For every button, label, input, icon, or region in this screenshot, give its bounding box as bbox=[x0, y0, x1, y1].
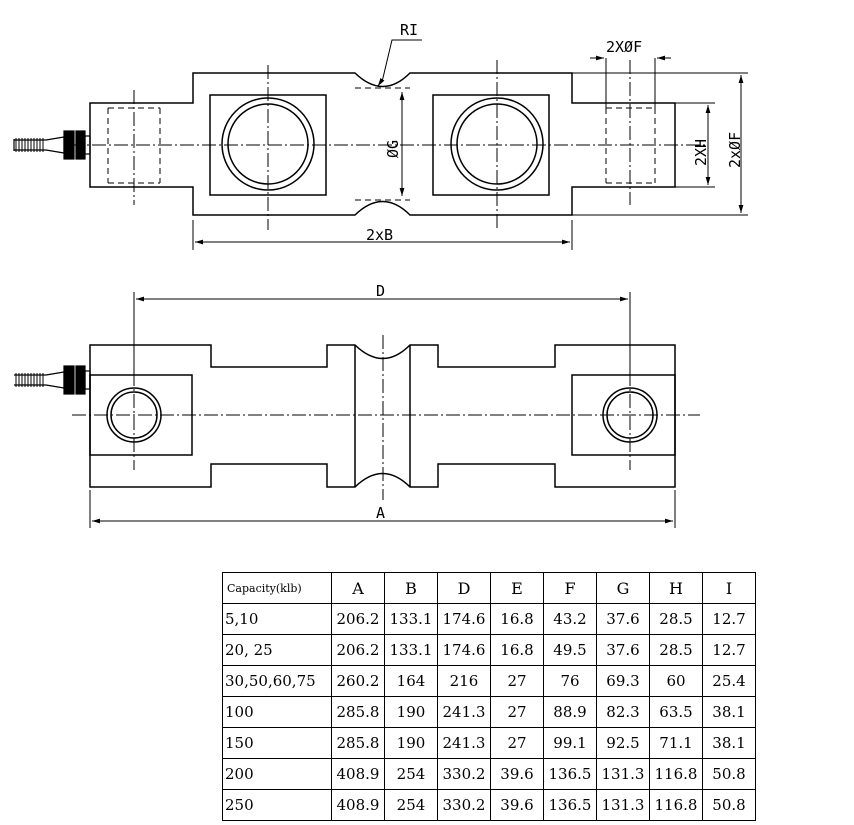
table-cell: 174.6 bbox=[437, 634, 491, 666]
table-row: 20, 25 206.2 133.1 174.6 16.8 49.5 37.6 … bbox=[222, 634, 756, 666]
top-view bbox=[70, 60, 705, 230]
capacity-cell: 100 bbox=[222, 696, 332, 728]
table-cell: 63.5 bbox=[649, 696, 703, 728]
table-row: 30,50,60,75 260.2 164 216 27 76 69.3 60 … bbox=[222, 665, 756, 697]
table-cell: 71.1 bbox=[649, 727, 703, 759]
outer-dia-label: 2xØF bbox=[726, 132, 744, 168]
table-cell: 92.5 bbox=[596, 727, 650, 759]
table-header-row: Capacity(klb) A B D E F G H I bbox=[222, 572, 756, 604]
table-cell: 254 bbox=[384, 758, 438, 790]
table-cell: 49.5 bbox=[543, 634, 597, 666]
table-cell: 285.8 bbox=[331, 727, 385, 759]
header-col-h: H bbox=[649, 572, 703, 604]
neck-dia-label: ØG bbox=[384, 140, 402, 158]
table-cell: 206.2 bbox=[331, 603, 385, 635]
radius-label: RI bbox=[400, 21, 418, 39]
table-row: 250 408.9 254 330.2 39.6 136.5 131.3 116… bbox=[222, 789, 756, 821]
table-cell: 12.7 bbox=[702, 603, 756, 635]
table-cell: 43.2 bbox=[543, 603, 597, 635]
table-cell: 133.1 bbox=[384, 603, 438, 635]
side-view-outline bbox=[89, 344, 676, 488]
length-label: A bbox=[376, 504, 385, 522]
capacity-cell: 250 bbox=[222, 789, 332, 821]
table-cell: 190 bbox=[384, 696, 438, 728]
capacity-cell: 20, 25 bbox=[222, 634, 332, 666]
header-col-f: F bbox=[543, 572, 597, 604]
table-cell: 27 bbox=[490, 727, 544, 759]
table-cell: 39.6 bbox=[490, 789, 544, 821]
top-cable-connector bbox=[13, 130, 91, 160]
header-col-a: A bbox=[331, 572, 385, 604]
dimension-table: Capacity(klb) A B D E F G H I 5,10 206.2… bbox=[222, 572, 756, 821]
table-cell: 39.6 bbox=[490, 758, 544, 790]
table-cell: 25.4 bbox=[702, 665, 756, 697]
table-cell: 164 bbox=[384, 665, 438, 697]
hole-span-label: D bbox=[376, 282, 385, 300]
table-cell: 38.1 bbox=[702, 696, 756, 728]
table-cell: 116.8 bbox=[649, 758, 703, 790]
capacity-cell: 30,50,60,75 bbox=[222, 665, 332, 697]
table-cell: 88.9 bbox=[543, 696, 597, 728]
table-cell: 16.8 bbox=[490, 603, 544, 635]
header-col-g: G bbox=[596, 572, 650, 604]
table-cell: 37.6 bbox=[596, 603, 650, 635]
table-cell: 260.2 bbox=[331, 665, 385, 697]
capacity-cell: 5,10 bbox=[222, 603, 332, 635]
hole-dia-label: 2XØF bbox=[606, 38, 642, 56]
top-view-dimensions bbox=[192, 39, 748, 250]
table-cell: 116.8 bbox=[649, 789, 703, 821]
table-row: 150 285.8 190 241.3 27 99.1 92.5 71.1 38… bbox=[222, 727, 756, 759]
height-label: 2XH bbox=[692, 139, 710, 166]
table-cell: 76 bbox=[543, 665, 597, 697]
table-cell: 27 bbox=[490, 696, 544, 728]
width-label: 2xB bbox=[366, 226, 393, 244]
table-cell: 285.8 bbox=[331, 696, 385, 728]
table-cell: 131.3 bbox=[596, 758, 650, 790]
table-cell: 330.2 bbox=[437, 789, 491, 821]
right-boss-outer bbox=[450, 97, 544, 191]
table-cell: 60 bbox=[649, 665, 703, 697]
table-cell: 136.5 bbox=[543, 758, 597, 790]
table-cell: 136.5 bbox=[543, 789, 597, 821]
table-cell: 12.7 bbox=[702, 634, 756, 666]
header-col-b: B bbox=[384, 572, 438, 604]
table-cell: 50.8 bbox=[702, 789, 756, 821]
technical-drawing: RI 2XØF ØG 2XH 2xØF 2xB bbox=[13, 21, 748, 528]
table-cell: 216 bbox=[437, 665, 491, 697]
table-cell: 254 bbox=[384, 789, 438, 821]
table-row: 5,10 206.2 133.1 174.6 16.8 43.2 37.6 28… bbox=[222, 603, 756, 635]
table-row: 100 285.8 190 241.3 27 88.9 82.3 63.5 38… bbox=[222, 696, 756, 728]
table-cell: 408.9 bbox=[331, 758, 385, 790]
capacity-cell: 200 bbox=[222, 758, 332, 790]
table-cell: 82.3 bbox=[596, 696, 650, 728]
side-view bbox=[72, 335, 700, 500]
table-cell: 27 bbox=[490, 665, 544, 697]
table-cell: 69.3 bbox=[596, 665, 650, 697]
header-col-i: I bbox=[702, 572, 756, 604]
table-cell: 28.5 bbox=[649, 634, 703, 666]
table-cell: 16.8 bbox=[490, 634, 544, 666]
table-cell: 190 bbox=[384, 727, 438, 759]
table-cell: 330.2 bbox=[437, 758, 491, 790]
header-capacity: Capacity(klb) bbox=[222, 572, 332, 604]
top-view-outline bbox=[89, 72, 676, 216]
table-cell: 408.9 bbox=[331, 789, 385, 821]
table-cell: 50.8 bbox=[702, 758, 756, 790]
table-cell: 206.2 bbox=[331, 634, 385, 666]
table-cell: 37.6 bbox=[596, 634, 650, 666]
table-cell: 38.1 bbox=[702, 727, 756, 759]
table-cell: 241.3 bbox=[437, 696, 491, 728]
table-cell: 99.1 bbox=[543, 727, 597, 759]
table-cell: 28.5 bbox=[649, 603, 703, 635]
side-view-dimensions bbox=[89, 292, 676, 528]
side-cable-connector bbox=[14, 365, 91, 395]
capacity-cell: 150 bbox=[222, 727, 332, 759]
header-col-e: E bbox=[490, 572, 544, 604]
table-cell: 131.3 bbox=[596, 789, 650, 821]
table-cell: 174.6 bbox=[437, 603, 491, 635]
header-col-d: D bbox=[437, 572, 491, 604]
table-row: 200 408.9 254 330.2 39.6 136.5 131.3 116… bbox=[222, 758, 756, 790]
table-cell: 241.3 bbox=[437, 727, 491, 759]
table-cell: 133.1 bbox=[384, 634, 438, 666]
